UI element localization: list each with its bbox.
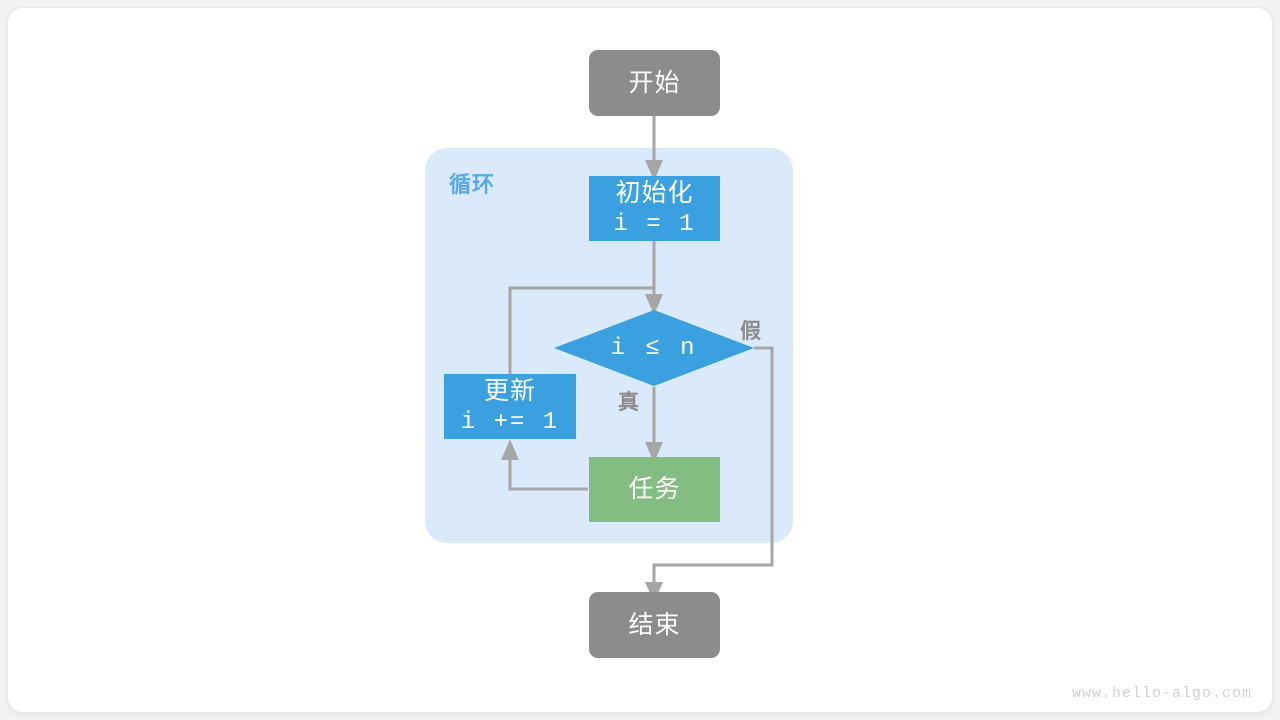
node-decision-expression: i ≤ n bbox=[610, 334, 698, 362]
node-update-expression: i += 1 bbox=[460, 408, 560, 436]
loop-region-label: 循环 bbox=[449, 172, 496, 197]
node-init[interactable]: 初始化 i = 1 bbox=[589, 176, 720, 241]
node-start-label: 开始 bbox=[628, 68, 681, 97]
edge-update-to-decision bbox=[508, 286, 663, 375]
node-init-label: 初始化 bbox=[615, 179, 694, 208]
node-init-expression: i = 1 bbox=[613, 210, 696, 238]
node-start[interactable]: 开始 bbox=[589, 50, 720, 116]
node-end-label: 结束 bbox=[628, 610, 681, 639]
node-task-label: 任务 bbox=[628, 475, 681, 504]
node-update-label: 更新 bbox=[483, 377, 536, 406]
watermark: www.hello-algo.com bbox=[1071, 685, 1252, 702]
node-task[interactable]: 任务 bbox=[589, 457, 720, 522]
edge-task-to-update bbox=[501, 439, 588, 491]
node-update[interactable]: 更新 i += 1 bbox=[444, 374, 576, 439]
node-decision[interactable]: i ≤ n bbox=[554, 310, 754, 386]
edge-decision-false-to-end bbox=[645, 346, 774, 603]
edge-label-false: 假 bbox=[740, 320, 761, 343]
node-end[interactable]: 结束 bbox=[589, 592, 720, 658]
diamond-shape bbox=[554, 310, 754, 386]
edge-label-true: 真 bbox=[618, 391, 639, 414]
